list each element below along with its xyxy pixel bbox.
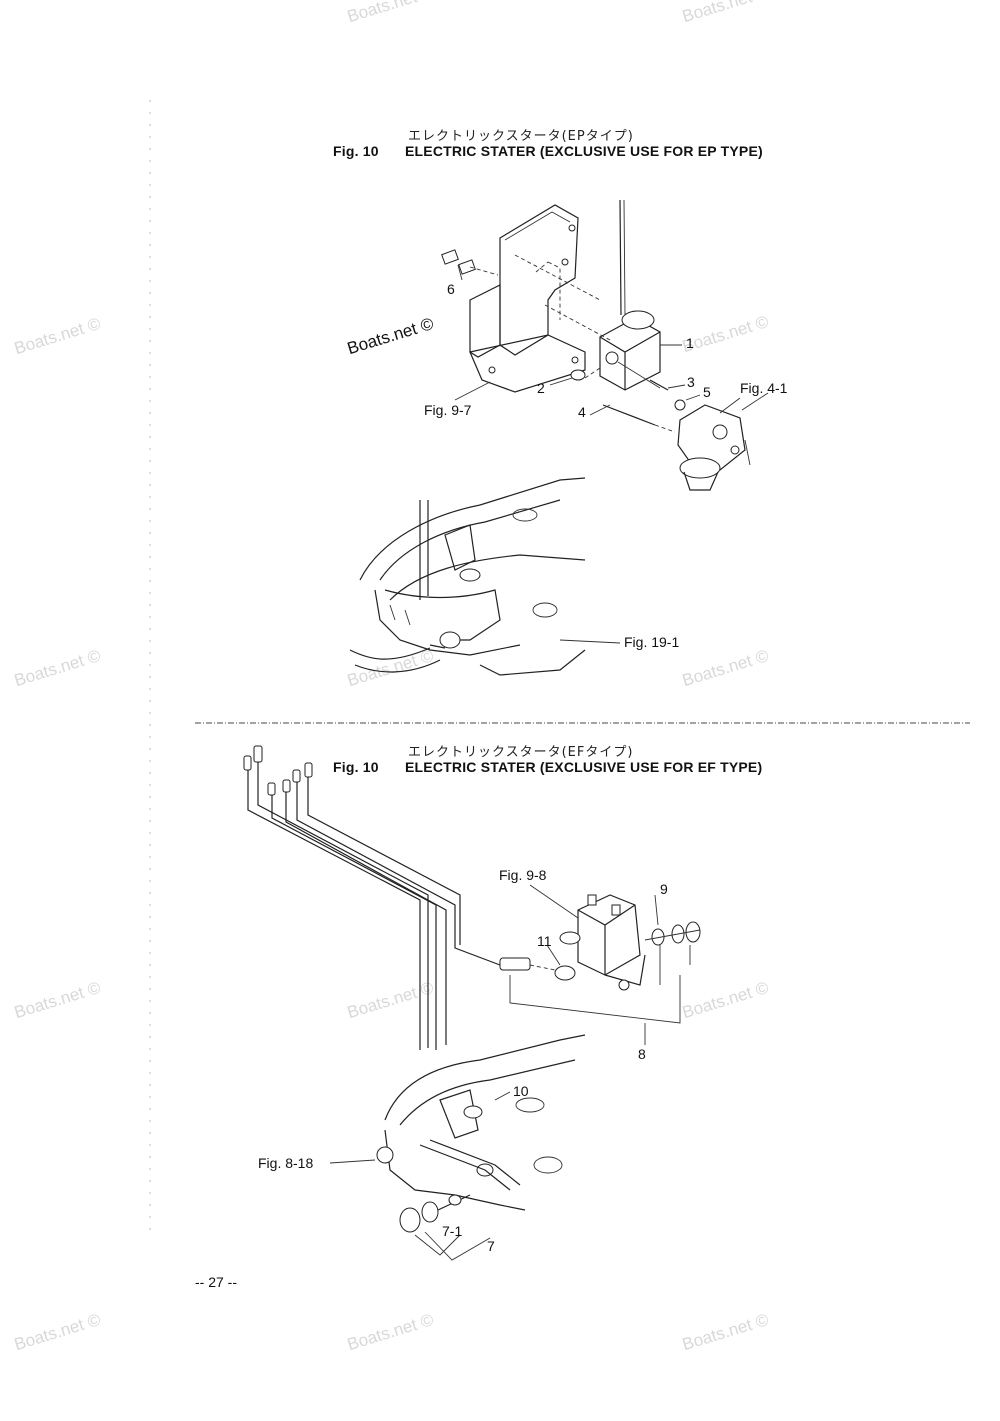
bracket-7-1 [414,1234,461,1256]
callout-3: 3 [687,374,695,390]
callout-8: 8 [638,1046,646,1062]
engine-base-top [349,477,621,676]
page-number: -- 27 -- [195,1274,237,1290]
bracket-8 [509,975,681,1024]
top-figure-number: Fig. 10 [333,143,379,159]
ref-fig9-8: Fig. 9-8 [499,867,547,883]
leader-4 [589,404,611,416]
top-exploded-view [349,199,769,676]
callout-2: 2 [537,380,545,396]
leader-6 [457,264,463,281]
cable-ends [243,745,313,796]
grommet-11 [554,965,576,981]
washer-set-9 [644,921,701,985]
leader-fig8-18 [329,1159,376,1164]
leader-fig9-7 [454,381,491,401]
ref-fig8-18: Fig. 8-18 [258,1155,314,1171]
leader-fig4-1 [741,392,769,411]
top-jp-title: エレクトリックスタータ(EPタイプ) [408,129,634,144]
bottom-exploded-view [243,745,701,1261]
key-switch-7 [399,1194,471,1233]
callout-7-1: 7-1 [442,1223,463,1239]
callout-1: 1 [686,335,694,351]
callout-10: 10 [513,1083,529,1099]
bottom-figure-title: ELECTRIC STATER (EXCLUSIVE USE FOR EF TY… [405,759,763,775]
engine-base-bottom [329,1034,586,1261]
leader-2 [549,377,573,386]
callout-9: 9 [660,881,668,897]
part-2 [570,369,586,381]
relay-bracket [559,894,646,991]
wire-harness [247,762,501,1050]
leader-fig9-8 [529,884,579,919]
callout-11: 11 [537,933,552,949]
bottom-figure-number: Fig. 10 [333,759,379,775]
connector [499,957,531,971]
carburetor [677,397,751,491]
bottom-jp-title: エレクトリックスタータ(EFタイプ) [408,745,634,760]
solenoid-1 [599,310,680,391]
top-figure-title: ELECTRIC STATER (EXCLUSIVE USE FOR EP TY… [405,143,763,159]
callout-6: 6 [447,281,455,297]
callout-4: 4 [578,404,586,420]
leader-9 [654,894,659,926]
bracket-7 [424,1231,491,1261]
callout-5: 5 [703,384,711,400]
ref-fig19-1: Fig. 19-1 [624,634,680,650]
ref-fig9-7: Fig. 9-7 [424,402,472,418]
callout-7: 7 [487,1238,495,1254]
bolt-6 [441,249,499,276]
ref-fig4-1: Fig. 4-1 [740,380,788,396]
leader-11 [546,944,561,966]
leader-10 [494,1091,511,1101]
